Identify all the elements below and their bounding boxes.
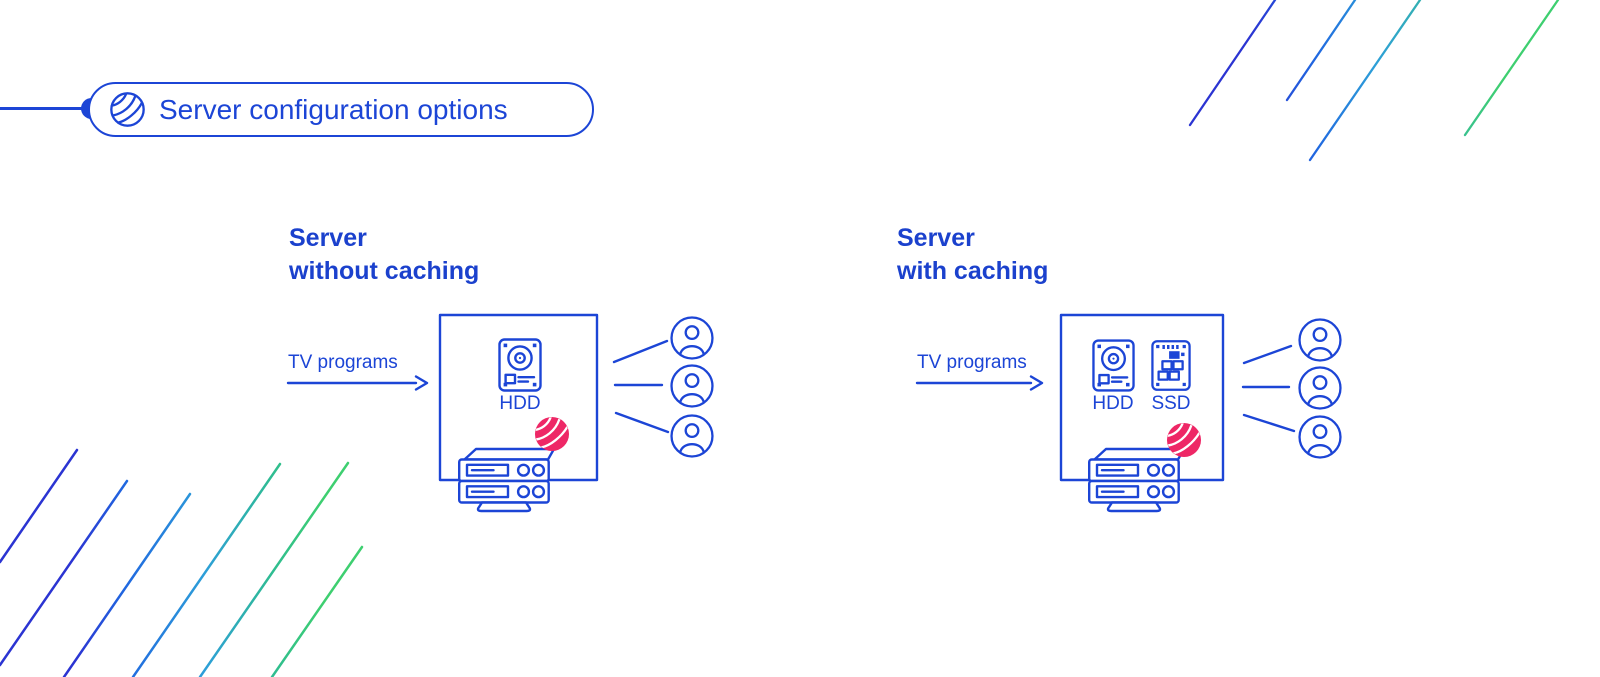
decor-line [0, 479, 129, 667]
decor-line [1285, 0, 1357, 102]
heading-line-2: without caching [289, 257, 480, 285]
heading-line-2: with caching [897, 257, 1049, 285]
yarn-ball-icon [1167, 423, 1201, 457]
user-icon [1298, 366, 1342, 410]
connector-line [1242, 344, 1293, 365]
decor-line [1188, 0, 1277, 127]
yarn-ball-logo-icon [109, 91, 146, 128]
heading-line-1: Server [897, 224, 975, 252]
hdd-icon [498, 338, 542, 392]
decor-line [270, 545, 364, 677]
yarn-ball-icon [535, 417, 569, 451]
decor-line [0, 448, 79, 564]
header-connector-line [0, 107, 84, 110]
decor-line [1308, 0, 1422, 162]
heading-line-1: Server [289, 224, 367, 252]
hdd-label: HDD [499, 393, 540, 414]
ssd-icon [1152, 341, 1189, 390]
server-rack-icon [1088, 447, 1185, 513]
input-arrow-head [1029, 375, 1044, 391]
diagram-without-caching: TV programs HDD [286, 313, 714, 513]
client-connector-lines [1241, 344, 1296, 433]
clients [670, 316, 714, 458]
connector-line [614, 411, 670, 434]
input-label: TV programs [917, 352, 1027, 373]
hdd-icon [1092, 339, 1135, 392]
user-icon [670, 316, 714, 360]
input-label: TV programs [288, 352, 398, 373]
diagram-with-caching: TV programs HDD SSD [915, 313, 1342, 513]
hdd-label: HDD [1092, 393, 1133, 414]
decor-line [1463, 0, 1560, 137]
server-rack-icon [458, 447, 555, 513]
client-connector-lines [612, 339, 670, 434]
clients [1298, 318, 1342, 459]
diagram-heading-with-caching: Server with caching [897, 222, 1048, 288]
page-title: Server configuration options [159, 93, 508, 125]
diagram-heading-without-caching: Server without caching [289, 222, 479, 288]
ssd-label: SSD [1151, 393, 1190, 414]
input-arrow-head [414, 375, 429, 391]
user-icon [670, 414, 714, 458]
user-icon [670, 364, 714, 408]
decorative-lines-top-right [1188, 0, 1560, 162]
connector-line [1242, 413, 1296, 433]
decor-line [131, 462, 282, 677]
user-icon [1298, 318, 1342, 362]
title-pill: Server configuration options [88, 82, 594, 137]
user-icon [1298, 415, 1342, 459]
connector-line [612, 339, 669, 364]
decor-line [62, 492, 192, 677]
